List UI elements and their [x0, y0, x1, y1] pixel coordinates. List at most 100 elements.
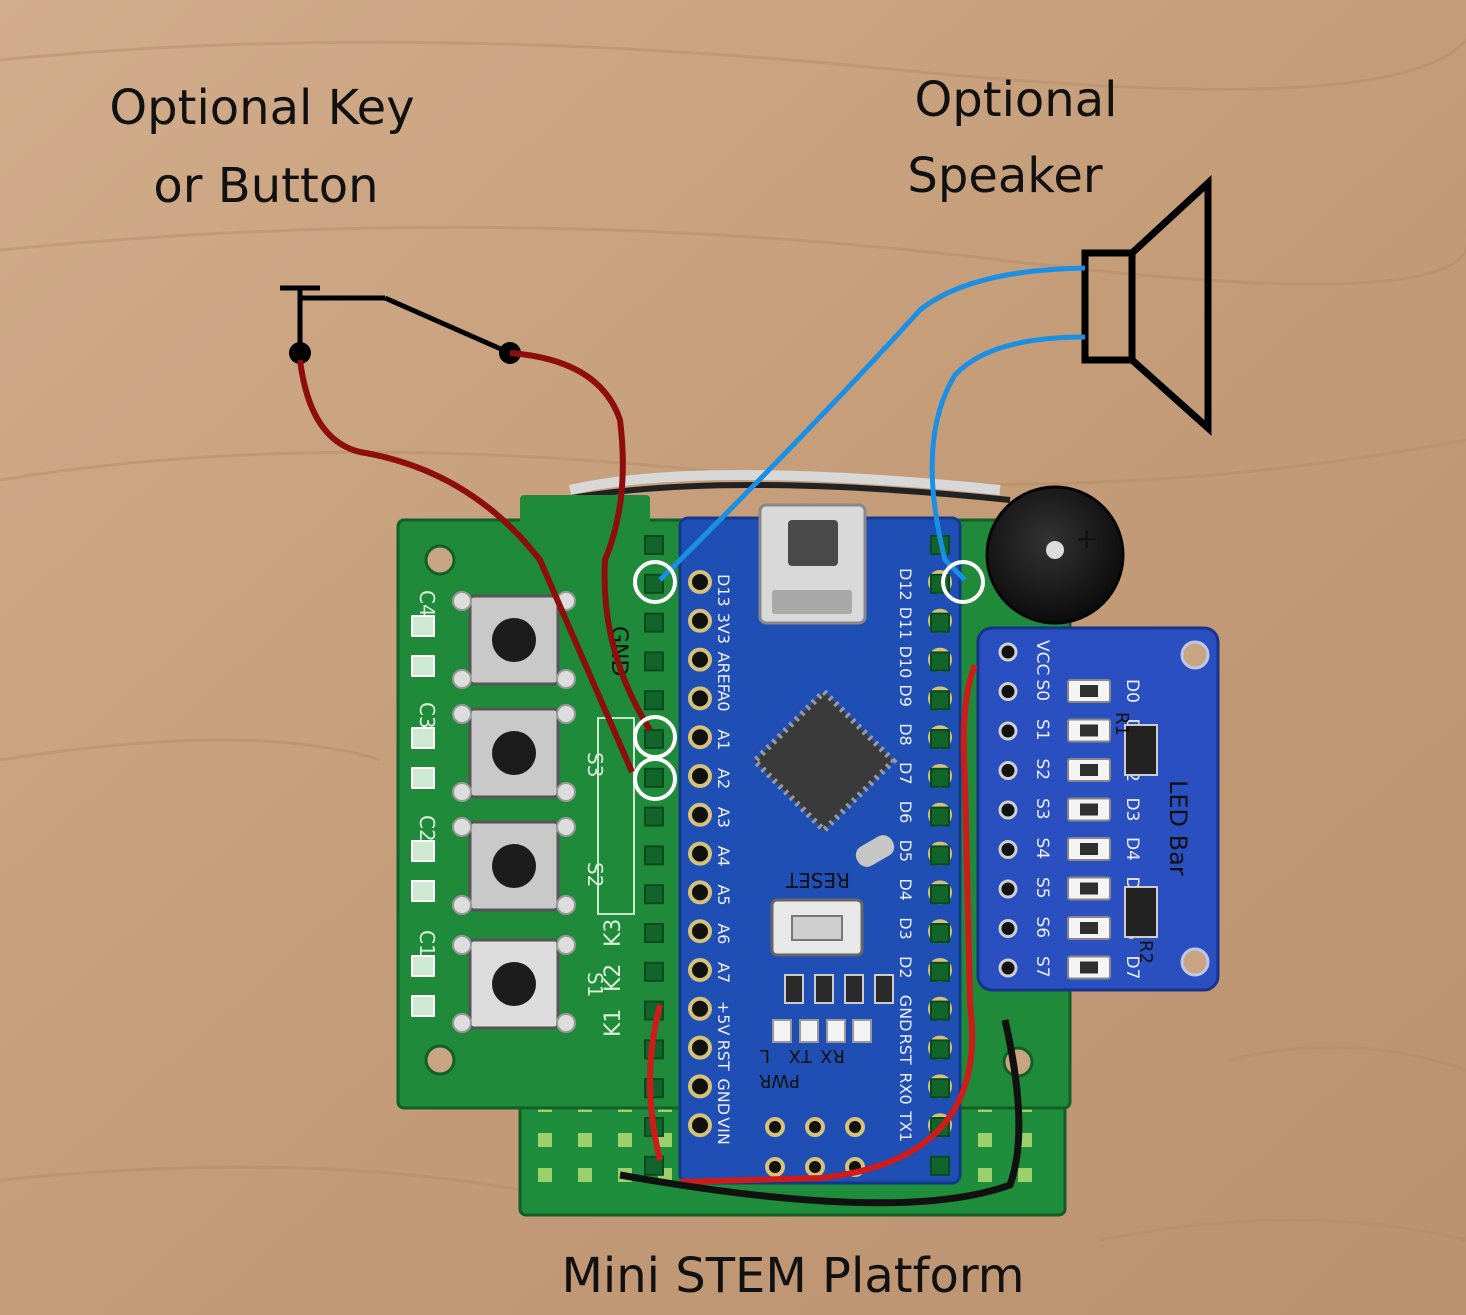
nano-pin-label-left: VIN [714, 1117, 733, 1145]
header-pad [930, 961, 950, 982]
piezo-buzzer: + [985, 485, 1125, 625]
led-bar-title: LED Bar [1164, 780, 1192, 876]
header-pad [930, 1155, 950, 1176]
tx-label: TX [789, 1045, 813, 1066]
back-wire-grey [568, 470, 1001, 495]
led-die [1080, 803, 1098, 816]
key-wire-red-2 [509, 350, 653, 732]
reset-button[interactable] [770, 898, 864, 957]
tactile-push-button[interactable] [452, 817, 576, 915]
header-pad [644, 884, 664, 905]
nano-pin-label-left: A0 [714, 690, 733, 711]
switch-outline [597, 717, 635, 915]
speaker-label-line2: Speaker [907, 148, 1103, 204]
nano-pin-label-left: D13 [714, 574, 733, 607]
header-pad [644, 961, 664, 982]
cap-label: C1 [415, 930, 439, 957]
board-wire-black [619, 1019, 1023, 1207]
header-pad [930, 690, 950, 711]
proto-pad [618, 1133, 632, 1147]
header-pad [644, 767, 664, 788]
nano-pin-label-left: GND [714, 1078, 733, 1115]
buzzer-plus-mark: + [1075, 522, 1098, 555]
arduino-nano: RESET TX RX PWR L D133V3AREFA0A1A2A3A4A5… [678, 503, 962, 1185]
ledbar-pin-label: S1 [1032, 719, 1052, 741]
nano-pin-label-right: D5 [896, 840, 915, 863]
nano-pin-left [688, 647, 712, 672]
cap-pad [411, 995, 435, 1017]
ledbar-pin-label: S2 [1032, 759, 1052, 781]
crystal [855, 835, 895, 867]
tactile-push-button[interactable] [452, 591, 576, 689]
reset-label: RESET [785, 868, 850, 892]
header-pad [644, 535, 664, 555]
cap-pad [411, 615, 435, 637]
k-label: K2 [601, 964, 626, 992]
cap-label: C3 [415, 702, 439, 729]
l-label: L [760, 1045, 770, 1066]
cap-pad [411, 955, 435, 977]
led-label: D7 [1122, 956, 1142, 980]
ledbar-pin [998, 642, 1018, 662]
header-pad [930, 651, 950, 672]
highlight-circle-d13 [633, 560, 677, 604]
header-pad [930, 767, 950, 788]
proto-pad [538, 1133, 552, 1147]
nano-pin-label-left: A2 [714, 768, 733, 789]
board-wire-red-left [647, 1004, 663, 1161]
highlight-circle-a2 [633, 757, 677, 801]
key-terminal-dot [289, 342, 311, 364]
nano-pin-left [688, 764, 712, 788]
header-pad [644, 729, 664, 749]
led-label: D3 [1122, 798, 1142, 822]
header-pad [930, 1078, 950, 1099]
resistor-array [1124, 724, 1158, 938]
speaker-wire-blue-1 [658, 265, 1086, 582]
header-pad [930, 1000, 950, 1021]
nano-pin-label-left: A5 [714, 884, 733, 905]
ledbar-pin [998, 958, 1018, 978]
nano-pin-left [688, 996, 712, 1021]
nano-pin-left [688, 686, 712, 711]
proto-pad [1018, 1168, 1032, 1182]
ledbar-pin-label: VCC [1032, 640, 1052, 675]
proto-pad [578, 1168, 592, 1182]
mount-hole [424, 1044, 456, 1076]
ledbar-pin-label: S7 [1032, 956, 1052, 978]
nano-pin-label-right: D10 [896, 646, 915, 679]
nano-pin-label-left: RST [714, 1040, 733, 1071]
proto-pad [578, 1133, 592, 1147]
header-pad [930, 923, 950, 943]
cap-pad [411, 727, 435, 749]
mount-hole [1180, 640, 1210, 670]
nano-pin-label-right: D11 [896, 607, 915, 640]
speaker-symbol [1081, 175, 1212, 436]
header-pad [930, 612, 950, 633]
tactile-push-button[interactable] [452, 704, 576, 802]
nano-pin-left [688, 1035, 712, 1060]
key-wire-red-1 [297, 359, 635, 774]
cap-pad [411, 880, 435, 902]
ledbar-pin [998, 800, 1018, 820]
nano-pin-label-right: TX1 [896, 1110, 915, 1142]
cap-pad [411, 655, 435, 677]
board-wire-red-right [679, 663, 978, 1185]
header-pad [644, 573, 664, 594]
ledbar-pin-label: S6 [1032, 917, 1052, 939]
smd-resistors [784, 974, 894, 1004]
nano-pin-left [688, 919, 712, 944]
key-label-line2: or Button [153, 158, 378, 214]
k-label: K1 [601, 1009, 626, 1037]
led-die [1080, 882, 1098, 895]
header-column-left [644, 535, 664, 1176]
cap-pad [411, 767, 435, 789]
nano-pin-label-right: D3 [896, 917, 915, 940]
nano-pin-label-left: 3V3 [714, 613, 733, 644]
led-label: D4 [1122, 837, 1142, 861]
header-pad [930, 1039, 950, 1060]
tactile-push-button[interactable] [452, 935, 576, 1033]
pwr-label: PWR [759, 1070, 800, 1091]
nano-pin-label-left: +5V [714, 1001, 733, 1036]
nano-pin-label-right: D2 [896, 956, 915, 979]
